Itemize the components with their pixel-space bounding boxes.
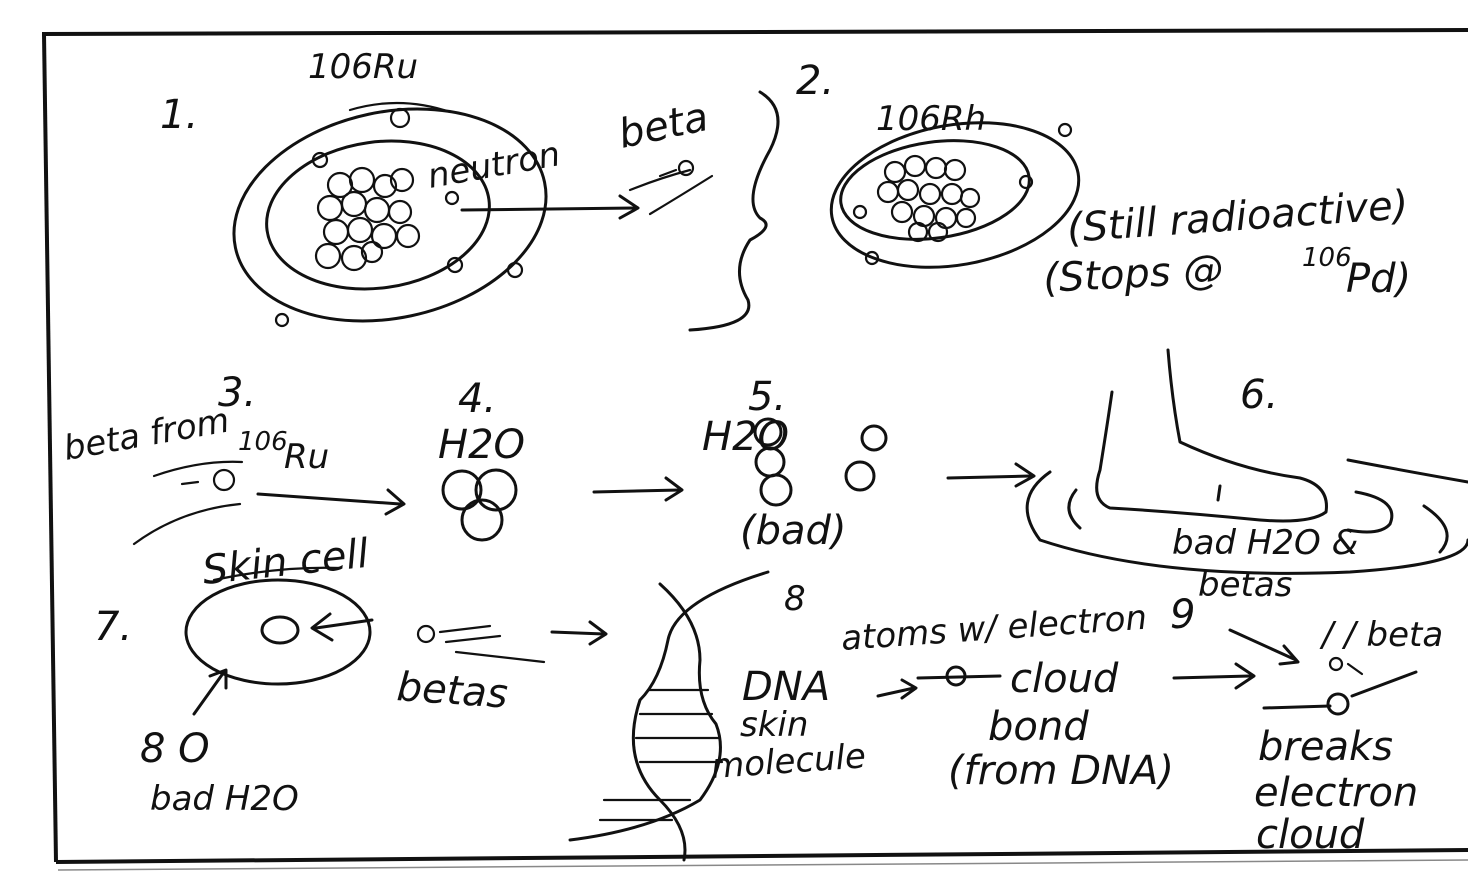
stops-note-prefix: (Stops @ [1042, 247, 1224, 302]
betas-label-7: betas [395, 664, 509, 718]
electron-label: electron [1254, 770, 1418, 816]
pd-element: Pd) [1346, 256, 1411, 302]
ru-mass-number: 106 [238, 427, 288, 457]
rh-106-label: 106Rh [876, 99, 986, 139]
step-7-number: 7. [94, 604, 132, 650]
breaks-label: breaks [1258, 724, 1393, 770]
dna-label: DNA [742, 664, 830, 710]
bad-water-symbols: 8 O [140, 726, 210, 772]
dna-step-8-number: 8 [784, 579, 806, 619]
step-1-number: 1. [160, 92, 198, 138]
bad-water-note: (bad) [740, 508, 847, 554]
betas-label: betas [1198, 565, 1292, 605]
step-9-number: 9 [1170, 592, 1195, 638]
bad-water-betas-label: bad H2O & [1172, 523, 1358, 563]
step-2-number: 2. [796, 58, 834, 104]
bond-label: bond [988, 704, 1089, 750]
ru-106-label: 106Ru [308, 47, 418, 87]
step-6-number: 6. [1240, 372, 1278, 418]
h2o-label: H2O [438, 422, 525, 468]
cloud-label: cloud [1010, 656, 1119, 702]
from-dna-label: (from DNA) [948, 748, 1174, 794]
ru-element: Ru [284, 437, 329, 477]
bad-water-label-8: bad H2O [150, 779, 299, 819]
pd-mass-number: 106 [1302, 243, 1352, 273]
step-4-number: 4. [458, 376, 496, 422]
dna-skin-label: skin [740, 705, 808, 745]
cloud-label-9: cloud [1256, 812, 1365, 858]
beta-label-9: / / beta [1319, 615, 1443, 655]
